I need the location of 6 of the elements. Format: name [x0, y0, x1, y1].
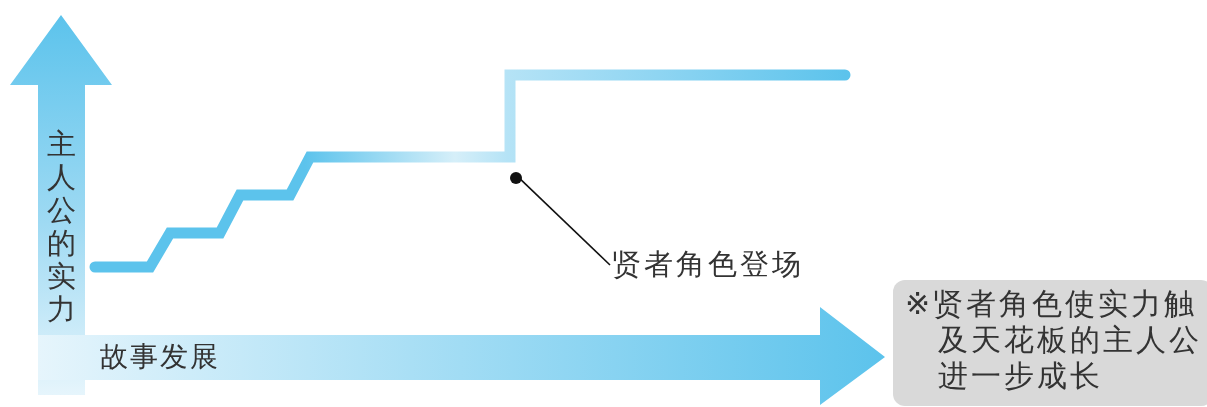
axis-label: 主人公的实力 [47, 128, 77, 326]
axis-label: 故事发展 [100, 340, 220, 374]
callout-text: 贤者角色登场 [612, 245, 804, 283]
leader-dot [510, 169, 522, 181]
note-box: ※贤者角色使实力触及天花板的主人公进一步成长 [893, 280, 1207, 406]
leader-line [519, 178, 611, 266]
